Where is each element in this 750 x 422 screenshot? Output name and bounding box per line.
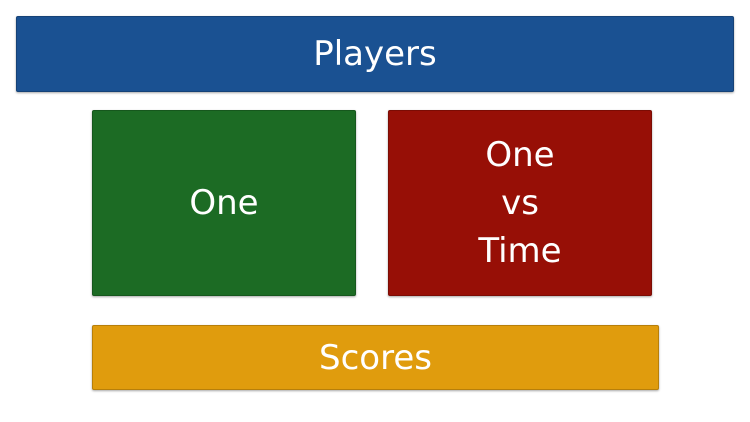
players-button[interactable]: Players <box>16 16 734 92</box>
scores-button[interactable]: Scores <box>92 325 659 390</box>
one-label: One <box>189 183 259 223</box>
one-vs-time-line-2: vs <box>501 183 539 223</box>
one-vs-time-line-3: Time <box>478 231 562 271</box>
one-player-button[interactable]: One <box>92 110 356 296</box>
one-vs-time-line-1: One <box>485 135 555 175</box>
players-label: Players <box>313 34 437 74</box>
scores-label: Scores <box>319 337 432 378</box>
one-vs-time-button[interactable]: One vs Time <box>388 110 652 296</box>
